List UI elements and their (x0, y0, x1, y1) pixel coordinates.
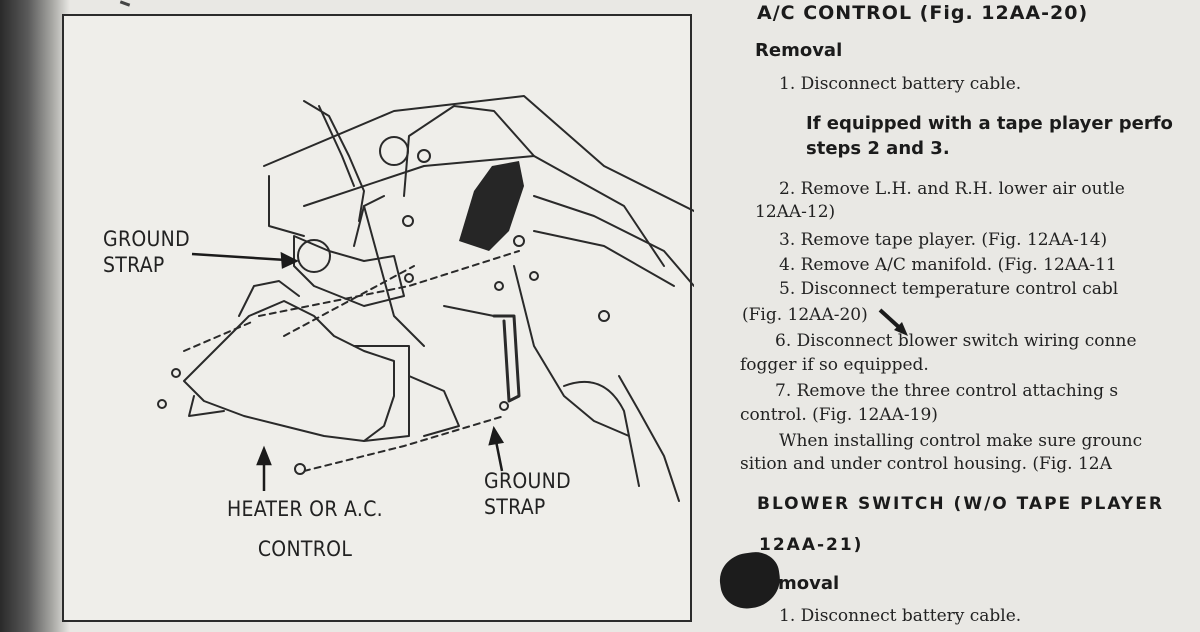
removal-heading-2: moval (778, 573, 840, 594)
ground-strap-right-label: GROUND STRAP (484, 468, 571, 520)
label-line: STRAP (484, 495, 546, 519)
install-note-line1: When installing control make sure grounc (779, 431, 1143, 451)
margin-mark (119, 0, 131, 7)
install-note-line2: sition and under control housing. (Fig. … (740, 454, 1112, 474)
step-6-line1: 6. Disconnect blower switch wiring conne (775, 331, 1137, 351)
label-line: STRAP (103, 253, 165, 277)
ground-strap-left-label: GROUND STRAP (103, 226, 190, 278)
ac-control-exploded-illustration (157, 95, 694, 502)
tape-player-note-line2: steps 2 and 3. (806, 138, 950, 159)
step-4: 4. Remove A/C manifold. (Fig. 12AA-11 (779, 255, 1117, 275)
page-edge-shadow (0, 0, 70, 632)
illustration-frame: GROUND STRAP GROUND STRAP HEATER OR A.C.… (62, 14, 694, 622)
step-6-line2: fogger if so equipped. (740, 355, 929, 375)
removal-heading: Removal (755, 40, 843, 61)
label-line: CONTROL (257, 537, 353, 561)
heater-control-label: HEATER OR A.C. CONTROL (215, 496, 395, 562)
tape-player-note-line1: If equipped with a tape player perfo (806, 113, 1173, 134)
step-1: 1. Disconnect battery cable. (779, 74, 1022, 94)
pen-arrow-mark (878, 308, 908, 336)
ac-control-heading: A/C CONTROL (Fig. 12AA-20) (757, 2, 1089, 24)
step-5-line1: 5. Disconnect temperature control cabl (779, 279, 1119, 299)
step-2-line1: 2. Remove L.H. and R.H. lower air outle (779, 179, 1125, 199)
label-line: GROUND (103, 227, 190, 251)
label-line: HEATER OR A.C. (227, 497, 383, 521)
label-line: GROUND (484, 469, 571, 493)
step-7-line2: control. (Fig. 12AA-19) (740, 405, 938, 425)
step-2-line2: 12AA-12) (755, 202, 836, 222)
step-7-line1: 7. Remove the three control attaching s (775, 381, 1119, 401)
step-3: 3. Remove tape player. (Fig. 12AA-14) (779, 230, 1108, 250)
blower-switch-heading: BLOWER SWITCH (W/O TAPE PLAYER (757, 494, 1164, 514)
step-5-line2: (Fig. 12AA-20) (742, 305, 868, 325)
step-1b: 1. Disconnect battery cable. (779, 606, 1022, 626)
ink-smudge (716, 549, 784, 612)
blower-switch-heading-cont: 12AA-21) (759, 535, 864, 555)
